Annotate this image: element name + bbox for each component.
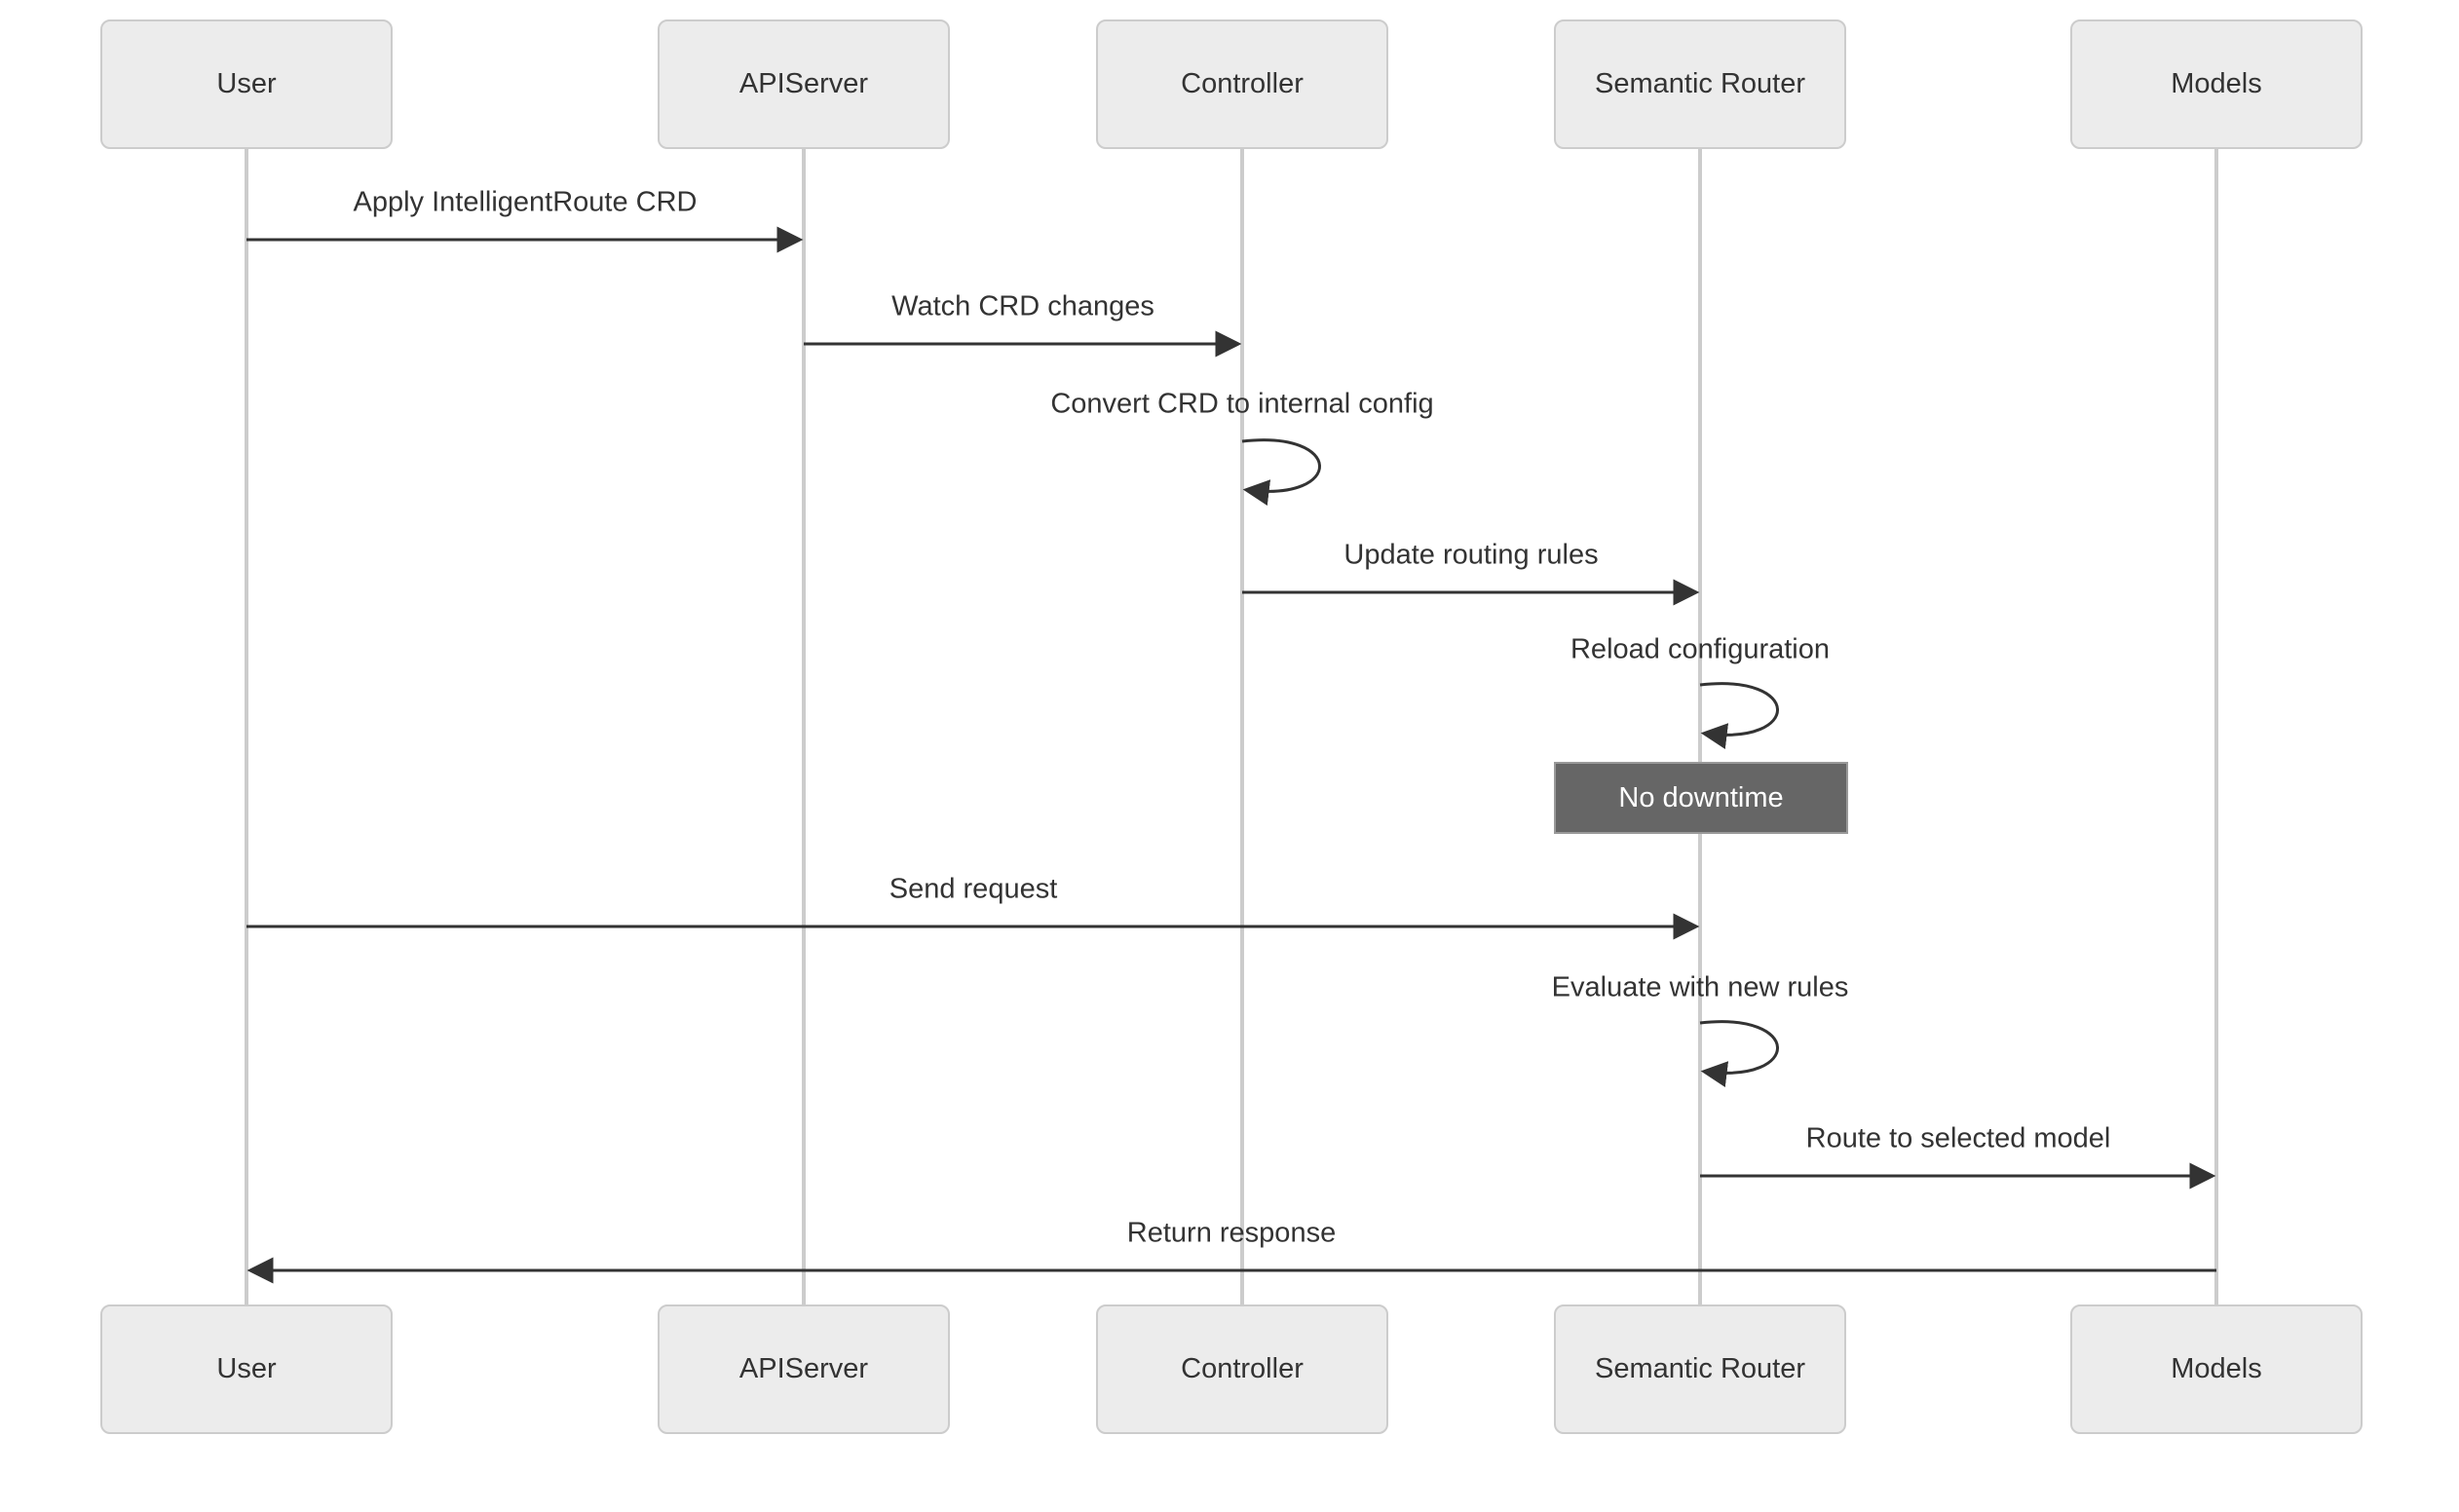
actor-box-controller-top: Controller (1096, 19, 1388, 149)
note-no-downtime: No downtime (1554, 762, 1848, 834)
actor-box-models-bottom: Models (2070, 1304, 2363, 1434)
actor-label: Controller (1181, 1353, 1304, 1384)
actor-box-controller-bottom: Controller (1096, 1304, 1388, 1434)
message-arrows (246, 226, 2216, 1284)
message-label-watch-crd-changes: Watch CRD changes (891, 290, 1154, 322)
actor-box-apiserver-bottom: APIServer (658, 1304, 950, 1434)
actor-box-user-bottom: User (100, 1304, 393, 1434)
actor-label: Semantic Router (1595, 68, 1805, 99)
message-label-evaluate-with-new-rules: Evaluate with new rules (1551, 971, 1849, 1003)
self-loop-convert-crd (1241, 438, 1321, 506)
message-label-route-to-selected-model: Route to selected model (1805, 1122, 2111, 1154)
lifelines (245, 149, 2218, 1306)
actor-box-semantic-router-top: Semantic Router (1554, 19, 1846, 149)
message-label-apply-intelligentroute-crd: Apply IntelligentRoute CRD (353, 186, 698, 218)
actor-label: APIServer (738, 1353, 869, 1384)
actor-label: Models (2171, 1353, 2262, 1384)
message-label-reload-configuration: Reload configuration (1570, 633, 1831, 665)
actor-box-apiserver-top: APIServer (658, 19, 950, 149)
self-loop-reload-configuration (1699, 682, 1779, 749)
actor-box-user-top: User (100, 19, 393, 149)
actor-label: Semantic Router (1595, 1353, 1805, 1384)
actor-label: User (216, 1353, 277, 1384)
actor-box-semantic-router-bottom: Semantic Router (1554, 1304, 1846, 1434)
self-loop-evaluate-with-new-rules (1699, 1020, 1779, 1087)
actor-label: User (216, 68, 277, 99)
actor-label: Models (2171, 68, 2262, 99)
message-label-return-response: Return response (1126, 1217, 1337, 1249)
actor-label: APIServer (738, 68, 869, 99)
message-label-send-request: Send request (889, 873, 1058, 905)
message-label-update-routing-rules: Update routing rules (1343, 539, 1599, 571)
note-label: No downtime (1618, 781, 1784, 813)
actor-box-models-top: Models (2070, 19, 2363, 149)
message-label-convert-crd: Convert CRD to internal config (1050, 388, 1434, 420)
actor-label: Controller (1181, 68, 1304, 99)
